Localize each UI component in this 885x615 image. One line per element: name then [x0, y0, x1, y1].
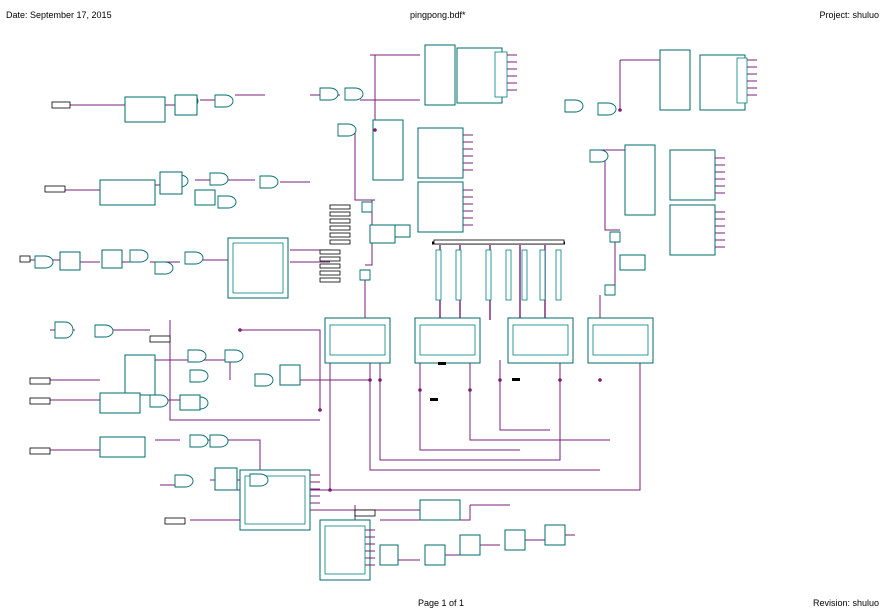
logic-block-1[interactable]	[324, 317, 391, 364]
file-title: pingpong.bdf*	[410, 10, 466, 20]
key-debounce-1[interactable]	[124, 96, 166, 123]
counter-block-top-center[interactable]	[424, 44, 508, 106]
logic-block-2[interactable]	[414, 317, 481, 364]
logic-block-3[interactable]	[507, 317, 574, 364]
page-label: Page 1 of 1	[418, 598, 465, 608]
display-block[interactable]	[227, 237, 289, 299]
key-debounce-2[interactable]	[99, 179, 156, 206]
decoder-block-right[interactable]	[624, 144, 716, 256]
freq-divider-2[interactable]	[319, 519, 371, 581]
logic-gates	[34, 87, 621, 488]
project-label: Project: shuluo	[819, 10, 879, 20]
flip-flops	[59, 94, 646, 566]
logic-block-4[interactable]	[587, 317, 654, 364]
decoder-block-center-1[interactable]	[372, 119, 464, 233]
date-label: Date: September 17, 2015	[6, 10, 112, 20]
counter-block-top-right[interactable]	[659, 49, 748, 111]
terminals	[430, 362, 520, 401]
key-debounce-3[interactable]	[124, 354, 156, 396]
key-debounce-4[interactable]	[99, 392, 141, 414]
revision-label: Revision: shuluo	[812, 598, 879, 608]
output-pins	[310, 54, 757, 566]
key-debounce-6[interactable]	[419, 499, 461, 521]
resistor-bank	[435, 249, 562, 301]
key-debounce-5[interactable]	[99, 436, 146, 458]
input-pins	[19, 101, 565, 525]
wire-junctions	[238, 108, 622, 492]
